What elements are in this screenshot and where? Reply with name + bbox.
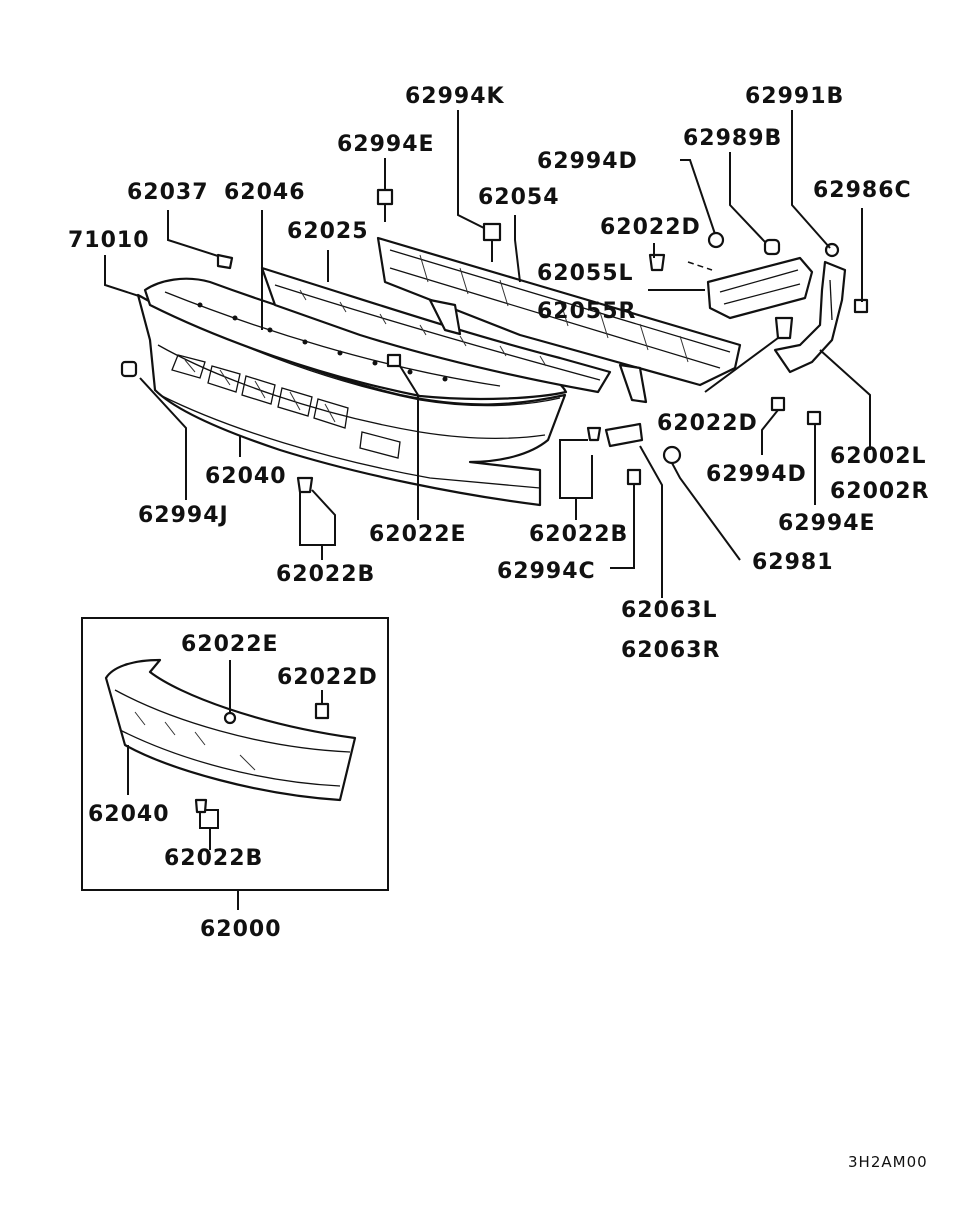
label-62022B-left: 62022B <box>276 562 375 587</box>
label-62022D-mid: 62022D <box>657 411 758 436</box>
label-62037: 62037 <box>127 180 209 205</box>
reinforcement-bar <box>376 236 742 404</box>
label-62022E-main: 62022E <box>369 522 467 547</box>
side-bracket-upper <box>706 256 814 320</box>
label-62994E-top: 62994E <box>337 132 435 157</box>
label-62040-inset: 62040 <box>88 802 170 827</box>
label-62022D-top: 62022D <box>600 215 701 240</box>
label-62055R: 62055R <box>537 299 636 324</box>
label-62022B-mid: 62022B <box>529 522 628 547</box>
label-62022E-inset: 62022E <box>181 632 279 657</box>
label-62040-main: 62040 <box>205 464 287 489</box>
label-62991B: 62991B <box>745 84 844 109</box>
label-62054: 62054 <box>478 185 560 210</box>
label-62002L: 62002L <box>830 444 927 469</box>
label-62994K: 62994K <box>405 84 505 109</box>
label-62994J: 62994J <box>138 503 229 528</box>
label-62063L: 62063L <box>621 598 718 623</box>
label-62994E-mid: 62994E <box>778 511 876 536</box>
label-62002R: 62002R <box>830 479 929 504</box>
part-labels: 62994K 62991B 62994E 62989B 62994D 62037… <box>68 84 929 1171</box>
deflector-panel <box>260 266 612 394</box>
label-62022D-inset: 62022D <box>277 665 378 690</box>
label-62022B-inset: 62022B <box>164 846 263 871</box>
leader-lines <box>104 110 871 598</box>
label-62994C: 62994C <box>497 559 596 584</box>
label-62986C: 62986C <box>813 178 912 203</box>
label-62981: 62981 <box>752 550 834 575</box>
side-bracket-lower <box>773 260 847 374</box>
label-62046: 62046 <box>224 180 306 205</box>
label-62000: 62000 <box>200 917 282 942</box>
label-62025: 62025 <box>287 219 369 244</box>
label-71010: 71010 <box>68 228 150 253</box>
label-62994D-top: 62994D <box>537 149 638 174</box>
label-62055L: 62055L <box>537 261 634 286</box>
label-62989B: 62989B <box>683 126 782 151</box>
label-62063R: 62063R <box>621 638 720 663</box>
assembly-inset <box>81 617 389 910</box>
drawing-code: 3H2AM00 <box>848 1153 928 1171</box>
label-62994D-mid: 62994D <box>706 462 807 487</box>
